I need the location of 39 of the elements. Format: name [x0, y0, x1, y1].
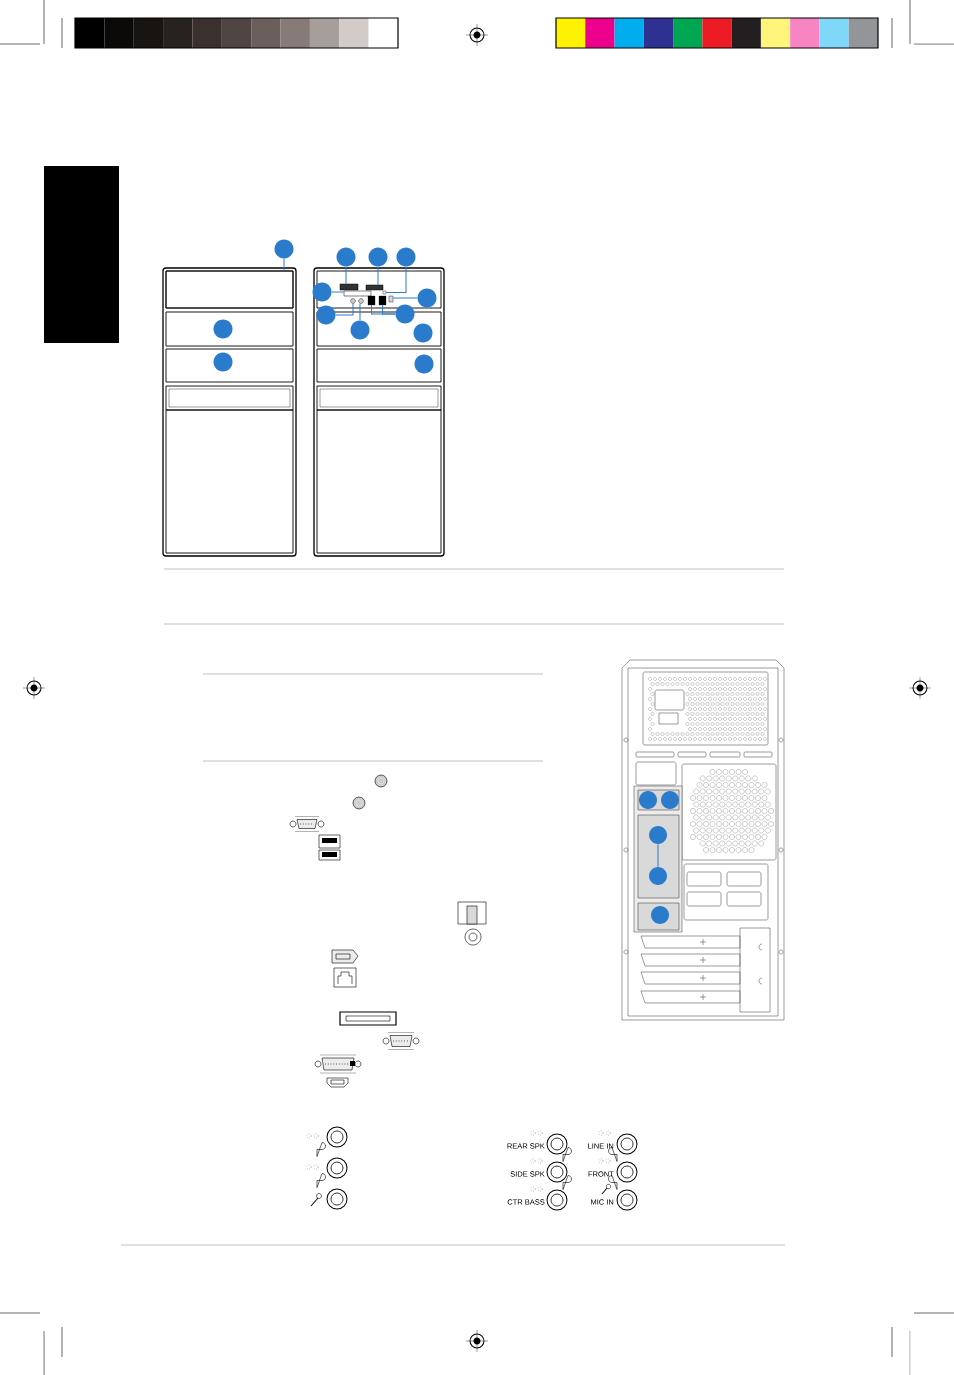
- callout-circle: [649, 867, 667, 885]
- callout-circle: [413, 323, 433, 343]
- leader-line: [392, 297, 418, 299]
- leader-line: [382, 304, 396, 315]
- leader-line: [377, 266, 379, 286]
- callout-circle: [649, 826, 667, 844]
- leader-line: [385, 266, 407, 293]
- callout-circle: [312, 282, 332, 302]
- audio-jack: [358, 298, 364, 304]
- callout-circle: [213, 319, 233, 339]
- power-button: [388, 295, 394, 303]
- callout-circle: [368, 247, 388, 267]
- leader-line: [335, 303, 354, 316]
- usb-port: [367, 295, 376, 306]
- callout-circle: [639, 791, 657, 809]
- card-slot: [343, 290, 372, 297]
- drive-bay: [165, 270, 294, 309]
- card-slot: [339, 283, 359, 291]
- callout-circle: [350, 320, 370, 340]
- callout-circle: [316, 305, 336, 325]
- callout-circle: [213, 352, 233, 372]
- audio-jack: [350, 298, 356, 304]
- leader-line: [359, 303, 361, 321]
- leader-line: [657, 843, 659, 868]
- callout-circle: [336, 247, 356, 267]
- leader-line: [283, 258, 285, 272]
- leader-line: [331, 291, 345, 293]
- callout-circle: [651, 906, 669, 924]
- callout-circle: [395, 304, 415, 324]
- callout-circle: [417, 288, 437, 308]
- side-tab: [44, 166, 119, 343]
- callout-circle: [396, 247, 416, 267]
- leader-line: [345, 266, 347, 285]
- card-slot: [382, 290, 387, 295]
- usb-port: [378, 295, 387, 306]
- card-slot: [365, 284, 384, 291]
- callout-circle: [661, 791, 679, 809]
- callout-circle: [414, 354, 434, 374]
- callout-circle: [274, 239, 294, 259]
